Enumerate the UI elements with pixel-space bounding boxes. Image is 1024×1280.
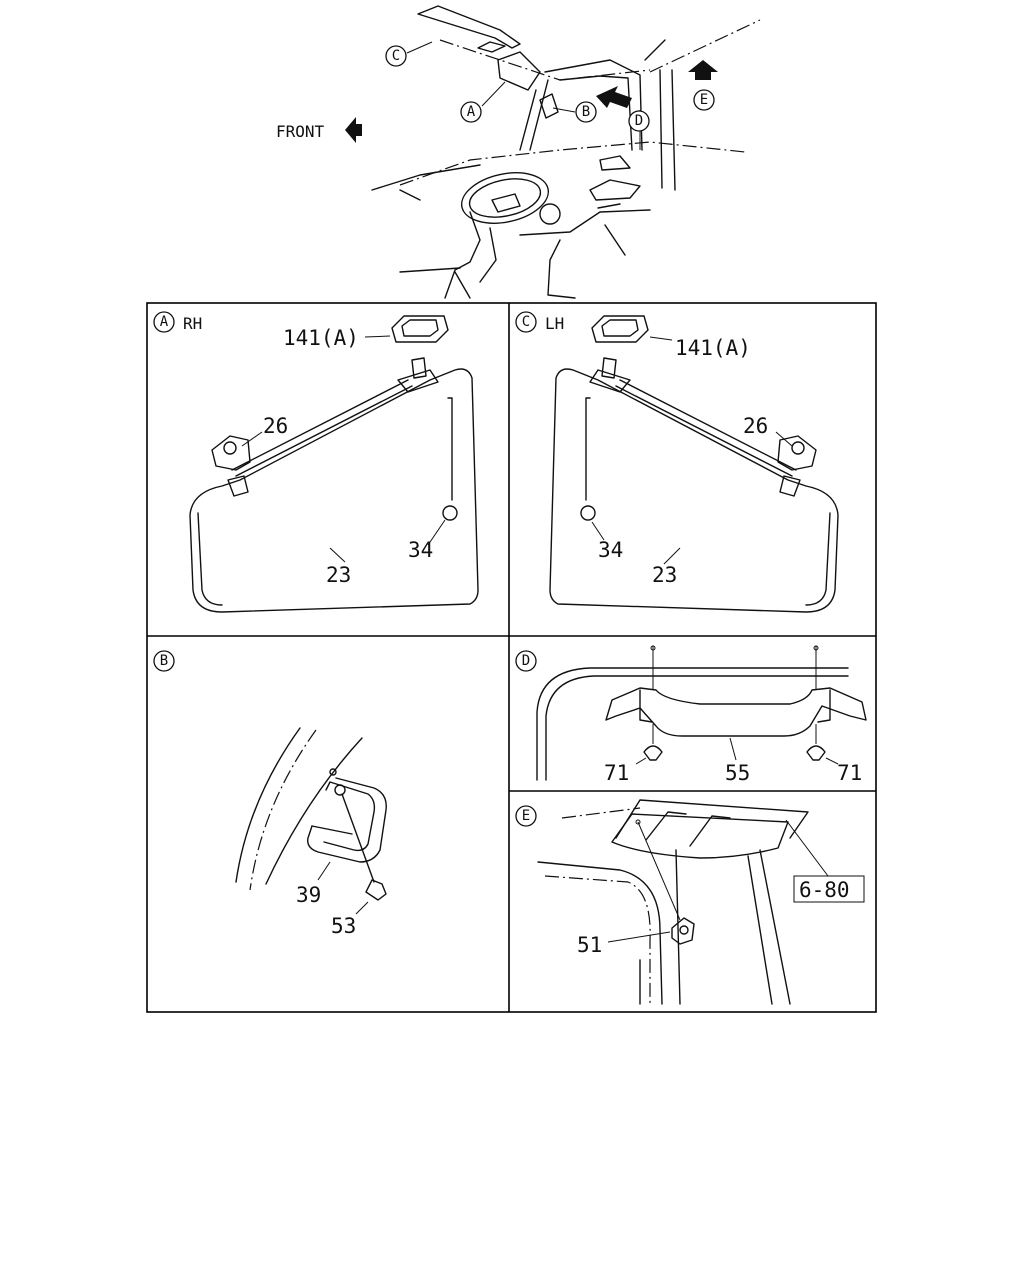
callout-d: D xyxy=(628,110,650,132)
panel-a-label-holder: 26 xyxy=(263,414,288,438)
panel-e-label-clip: 51 xyxy=(577,933,602,957)
overview-illustration: FRONT xyxy=(276,5,761,299)
panel-e-letter: E xyxy=(522,808,530,824)
callout-b: B xyxy=(575,101,597,123)
panel-a-label-cover: 141(A) xyxy=(283,326,359,350)
panel-d: D 71 55 71 xyxy=(515,645,867,785)
callout-a: A xyxy=(460,101,482,123)
panel-d-letter: D xyxy=(522,653,530,669)
panel-b-label-handle: 39 xyxy=(296,883,321,907)
panel-b-label-screw: 53 xyxy=(331,914,356,938)
panel-a-title: RH xyxy=(183,314,202,333)
svg-text:A: A xyxy=(467,104,476,120)
panel-b-letter: B xyxy=(160,653,168,669)
svg-text:C: C xyxy=(392,48,400,64)
svg-text:E: E xyxy=(700,92,708,108)
panel-b: B 39 53 xyxy=(153,650,387,938)
panel-d-label-screw-left: 71 xyxy=(604,761,629,785)
panel-d-label-screw-right: 71 xyxy=(837,761,862,785)
svg-text:D: D xyxy=(635,113,643,129)
detail-grid xyxy=(146,302,877,1013)
panel-a-letter: A xyxy=(160,314,169,330)
panel-d-label-grip: 55 xyxy=(725,761,750,785)
panel-a-rh: A RH 141(A) 26 34 23 xyxy=(153,311,479,613)
callout-c: C xyxy=(385,45,407,67)
panel-c-letter: C xyxy=(522,314,530,330)
panel-e: E 51 6-80 xyxy=(515,799,865,1005)
panel-e-label-ref: 6-80 xyxy=(799,878,850,902)
callout-e: E xyxy=(693,89,715,111)
panel-c-lh: C LH 141(A) 26 34 23 xyxy=(515,311,839,613)
panel-c-label-screw: 34 xyxy=(598,538,623,562)
panel-c-label-cover: 141(A) xyxy=(675,336,751,360)
panel-c-title: LH xyxy=(545,314,564,333)
svg-text:B: B xyxy=(582,104,590,120)
front-label: FRONT xyxy=(276,122,325,141)
panel-a-label-screw: 34 xyxy=(408,538,433,562)
panel-c-label-holder: 26 xyxy=(743,414,768,438)
panel-a-label-visor: 23 xyxy=(326,563,351,587)
panel-c-label-visor: 23 xyxy=(652,563,677,587)
